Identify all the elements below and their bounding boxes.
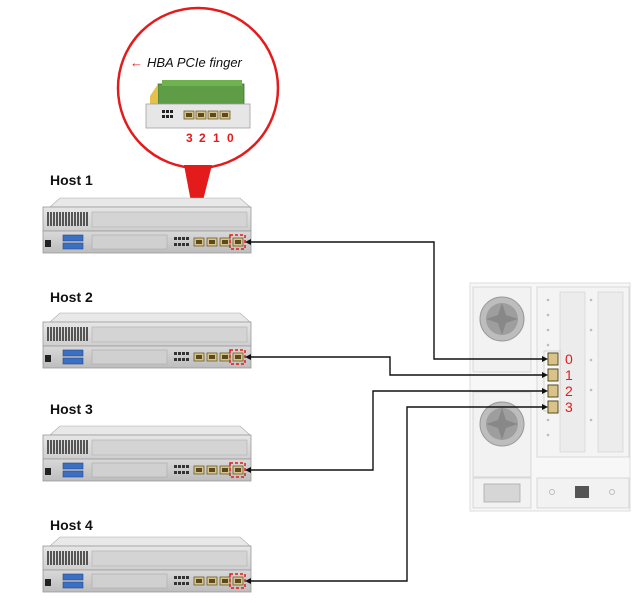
storage-port-number: 1 (565, 367, 573, 383)
callout-port-number: 1 (213, 131, 220, 145)
cable-host3-port2 (247, 390, 546, 471)
callout-bubble: 3 2 1 0 (116, 6, 280, 228)
host-3-server (43, 426, 251, 481)
arrowhead (245, 578, 251, 584)
host-label: Host 4 (50, 517, 93, 533)
cables (247, 241, 546, 582)
host-4-server (43, 537, 251, 592)
cable-host1-port0 (247, 241, 546, 360)
cable-host2-port1 (247, 356, 546, 376)
storage-port-number: 0 (565, 351, 573, 367)
host-1-server (43, 198, 251, 253)
callout-port-number: 0 (227, 131, 234, 145)
hba-card-image (145, 80, 251, 129)
arrowhead (245, 467, 251, 473)
arrowhead (245, 239, 251, 245)
callout-port-number: 3 (186, 131, 193, 145)
host-label: Host 3 (50, 401, 93, 417)
arrowhead (245, 354, 251, 360)
host-2-server (43, 313, 251, 368)
storage-ports (543, 350, 561, 414)
callout-label: ← HBA PCIe finger (130, 55, 242, 70)
callout-label-text: HBA PCIe finger (147, 55, 242, 70)
storage-enclosure: 0 1 2 3 (469, 282, 631, 512)
arrowhead (542, 372, 548, 378)
arrowhead (542, 356, 548, 362)
left-arrow-icon: ← (130, 55, 143, 70)
storage-port-number: 3 (565, 399, 573, 415)
host-label: Host 1 (50, 172, 93, 188)
callout-port-number: 2 (199, 131, 206, 145)
cable-host4-port3 (247, 406, 546, 582)
host-label: Host 2 (50, 289, 93, 305)
arrowhead (542, 404, 548, 410)
arrowhead (542, 388, 548, 394)
storage-port-number: 2 (565, 383, 573, 399)
